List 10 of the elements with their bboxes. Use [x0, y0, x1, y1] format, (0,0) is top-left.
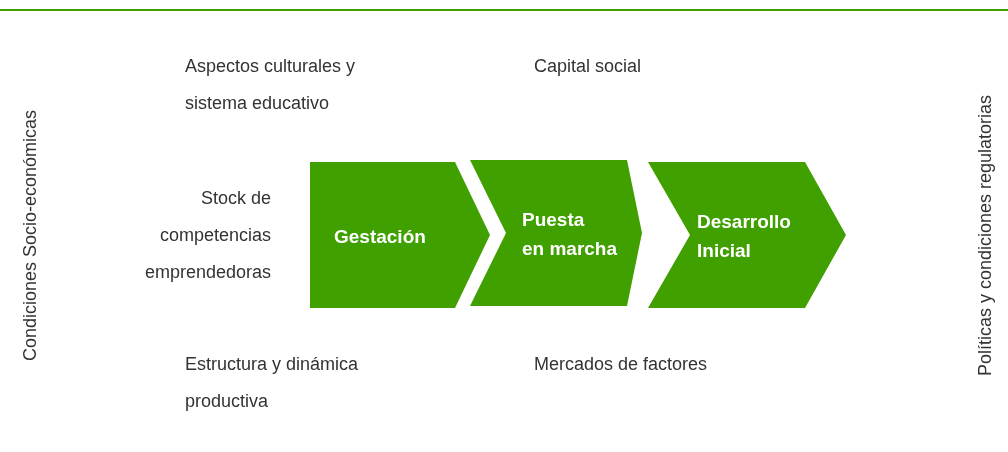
- step-label: Gestación: [334, 225, 426, 249]
- factor-label: Mercados de factores: [534, 353, 709, 376]
- factor-label: Capital social: [534, 55, 643, 78]
- axis-label: Condiciones Socio-económicas: [18, 109, 41, 361]
- factor-label: Aspectos culturales y sistema educativo: [185, 55, 357, 115]
- factor-label: Stock de competencias emprendedoras: [143, 187, 271, 284]
- step-label: Puesta en marcha: [522, 208, 618, 261]
- axis-label: Políticas y condiciones regulatorias: [973, 94, 996, 376]
- factor-label: Estructura y dinámica productiva: [185, 353, 360, 413]
- step-label: Desarrollo Inicial: [697, 210, 791, 263]
